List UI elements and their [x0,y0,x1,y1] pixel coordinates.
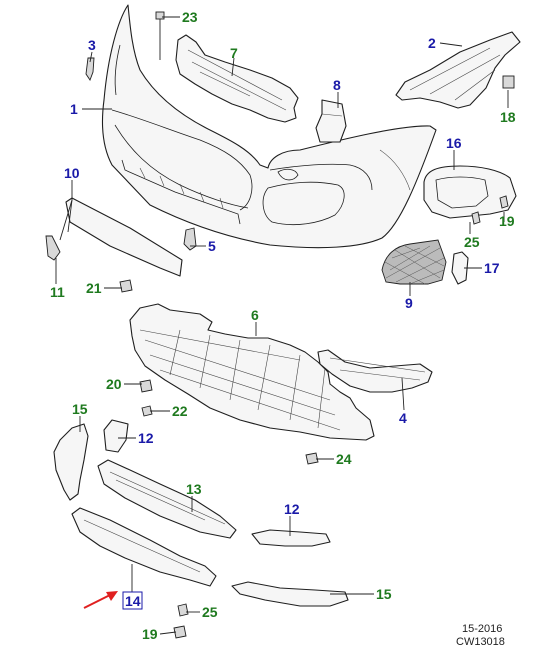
callout-15-bottom: 15 [376,586,392,602]
callout-9: 9 [405,295,413,311]
fasteners-top [119,227,197,293]
highlight-arrow [83,591,118,609]
leader-lines [55,16,509,635]
callout-17: 17 [484,260,500,276]
callout-14: 14 [125,593,141,609]
bracket-12-lower [251,529,331,547]
callout-12-top: 12 [138,430,154,446]
clip-3 [85,57,95,81]
callout-21: 21 [86,280,102,296]
callout-8: 8 [333,77,341,93]
bracket-12-upper [103,419,129,453]
grille-insert [381,239,447,285]
callout-5: 5 [208,238,216,254]
callout-12-bottom: 12 [284,501,300,517]
callout-11: 11 [50,284,65,300]
callout-19-top: 19 [499,213,515,229]
fasteners-mid [139,379,319,465]
callout-24: 24 [336,451,352,467]
footer-code: CW13018 [456,636,505,648]
callout-labels: 23 3 7 2 1 8 18 16 10 19 25 5 17 9 11 21… [50,9,516,642]
side-bracket [395,31,521,109]
end-piece-left [53,423,89,501]
trim-strip-10 [45,197,183,277]
callout-19-bottom: 19 [142,626,158,642]
callout-10: 10 [64,165,80,181]
callout-7: 7 [230,45,238,61]
callout-20: 20 [106,376,122,392]
undertray [129,303,375,441]
callout-23: 23 [182,9,198,25]
bumper-cover [101,4,437,249]
callout-25-top: 25 [464,234,480,250]
side-deflector [317,349,433,393]
upper-bracket [175,34,299,123]
clip-23 [155,11,165,60]
splitter-14 [71,507,217,587]
callout-6: 6 [251,307,259,323]
callout-22: 22 [172,403,188,419]
callout-1: 1 [70,101,78,117]
callout-2: 2 [428,35,436,51]
callout-16: 16 [446,135,462,151]
duct-8 [315,99,347,143]
callout-15-top: 15 [72,401,88,417]
fasteners-bottom [173,195,509,639]
footer-date: 15-2016 [462,623,502,635]
slim-bracket-17 [451,251,469,285]
callout-13: 13 [186,481,202,497]
grille-bracket [423,165,517,219]
callout-4: 4 [399,410,407,426]
callout-18: 18 [500,109,516,125]
end-piece-right [231,581,349,607]
callout-3: 3 [88,37,96,53]
callout-14-box [122,591,143,610]
grille-strip-13 [97,459,237,539]
callout-25-bottom: 25 [202,604,218,620]
